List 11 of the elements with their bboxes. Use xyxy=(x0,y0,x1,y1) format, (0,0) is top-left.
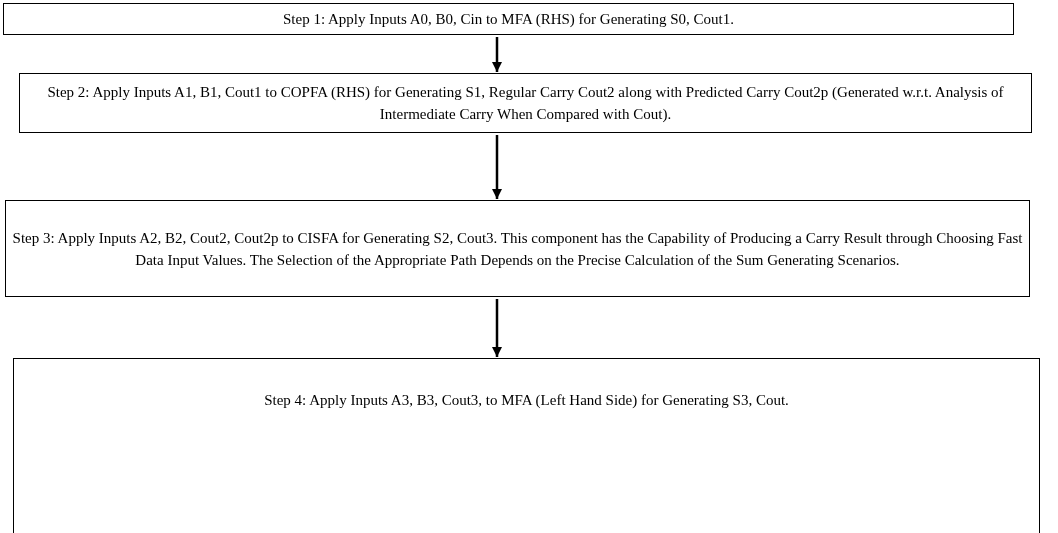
step-box xyxy=(13,358,1040,533)
arrow xyxy=(492,37,502,72)
step-text: Step 1: Apply Inputs A0, B0, Cin to MFA (RHS) for Generating S0, Cout1. xyxy=(283,10,734,29)
step-text: Step 2: Apply Inputs A1, B1, Cout1 to COPFA (RHS) for Generating S1, Regular Carry Cout2 along with Predicted Carry Cout2p (Generated w.r.t. Analysis of Intermediate Carry When Compared with Cout). xyxy=(46,83,1005,124)
step-box xyxy=(5,200,1030,297)
arrow xyxy=(492,135,502,199)
step-text: Step 4: Apply Inputs A3, B3, Cout3, to MFA (Left Hand Side) for Generating S3, Cout. xyxy=(264,391,789,410)
step-box xyxy=(19,73,1032,133)
arrow xyxy=(492,299,502,357)
step-text: Step 3: Apply Inputs A2, B2, Cout2, Cout2p to CISFA for Generating S2, Cout3. This component has the Capability of Producing a Carry Result through Choosing Fast Data Input Values. The Selection of the Appropriate Path Depends on the Precise Calculation of the Sum Generating Scenarios. xyxy=(12,228,1023,270)
step-box xyxy=(3,3,1014,35)
